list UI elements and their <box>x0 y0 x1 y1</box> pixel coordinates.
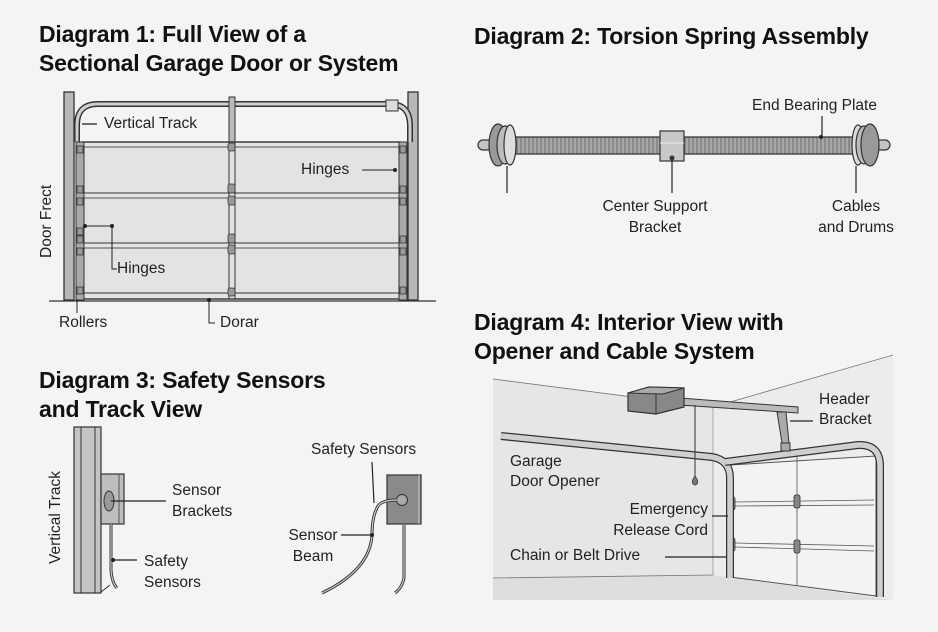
left-rail <box>75 141 85 301</box>
hinge-set <box>76 142 407 297</box>
label-safety-sensors-left-line2: Sensors <box>144 574 201 591</box>
label-emergency-line2: Release Cord <box>613 522 708 539</box>
door-panel <box>81 141 401 300</box>
label-center-support-line1: Center Support <box>602 198 708 215</box>
diagram-1-title: Diagram 1: Full View of a Sectional Gara… <box>39 20 399 78</box>
diagram-4-title-line1: Diagram 4: Interior View with <box>474 309 784 335</box>
left-wall <box>493 379 713 578</box>
label-sensor-beam-line2: Beam <box>292 548 334 565</box>
label-header-bracket-line2: Bracket <box>819 411 872 428</box>
label-sensor-brackets-line1: Sensor <box>172 482 222 499</box>
label-hinges-left: Hinges <box>117 260 166 277</box>
diagram-1-title-line1: Diagram 1: Full View of a <box>39 21 306 47</box>
label-header-bracket: Header Bracket <box>819 390 872 430</box>
diagram-2-title: Diagram 2: Torsion Spring Assembly <box>474 22 869 51</box>
label-garage-opener-line2: Door Opener <box>510 473 600 490</box>
left-door-frame-post <box>63 91 75 301</box>
label-safety-sensors-right: Safety Sensors <box>311 441 417 458</box>
label-cables-and-drums: Cables and Drums <box>806 196 906 238</box>
label-garage-opener-line1: Garage <box>510 453 562 470</box>
label-center-support-line2: Bracket <box>628 219 682 236</box>
right-door-frame-post <box>407 91 419 301</box>
label-emergency-release-cord: Emergency Release Cord <box>603 499 708 541</box>
label-bottom: Dorar <box>220 314 259 331</box>
diagram-1-title-line2: Sectional Garage Door or System <box>39 50 399 76</box>
label-hinges-right: Hinges <box>301 161 350 178</box>
label-emergency-line1: Emergency <box>629 501 708 518</box>
label-sensor-brackets: Sensor Brackets <box>172 480 232 522</box>
label-sensor-beam: Sensor Beam <box>278 525 348 567</box>
label-chain-or-belt-drive: Chain or Belt Drive <box>510 547 641 564</box>
right-rail <box>398 141 408 301</box>
diagram-4-title-line2: Opener and Cable System <box>474 338 755 364</box>
label-cables-line1: Cables <box>831 198 881 215</box>
label-end-bearing-plate: End Bearing Plate <box>752 97 877 114</box>
label-cables-line2: and Drums <box>818 219 894 236</box>
label-rollers: Rollers <box>59 314 108 331</box>
label-safety-sensors-left: Safety Sensors <box>144 551 201 593</box>
diagram-3-title-line2: and Track View <box>39 396 202 422</box>
label-center-support-bracket: Center Support Bracket <box>585 196 725 238</box>
diagram-3-title: Diagram 3: Safety Sensors and Track View <box>39 366 326 424</box>
release-handle <box>691 475 699 486</box>
label-header-bracket-line1: Header <box>819 391 870 408</box>
label-garage-door-opener: Garage Door Opener <box>510 452 600 492</box>
label-sensor-beam-line1: Sensor <box>288 527 338 544</box>
left-cable-drum <box>488 123 517 167</box>
label-safety-sensors-left-line1: Safety <box>144 553 188 570</box>
label-sensor-brackets-line2: Brackets <box>172 503 233 520</box>
label-vertical-track: Vertical Track <box>104 115 198 132</box>
garage-door <box>729 455 877 597</box>
track-end-bracket <box>385 99 399 112</box>
diagram-2-title-line1: Diagram 2: Torsion Spring Assembly <box>474 23 869 49</box>
diagram-4-title: Diagram 4: Interior View with Opener and… <box>474 308 784 366</box>
right-cable-drum <box>851 123 880 167</box>
floor <box>493 575 893 600</box>
diagram-3-title-line1: Diagram 3: Safety Sensors <box>39 367 326 393</box>
